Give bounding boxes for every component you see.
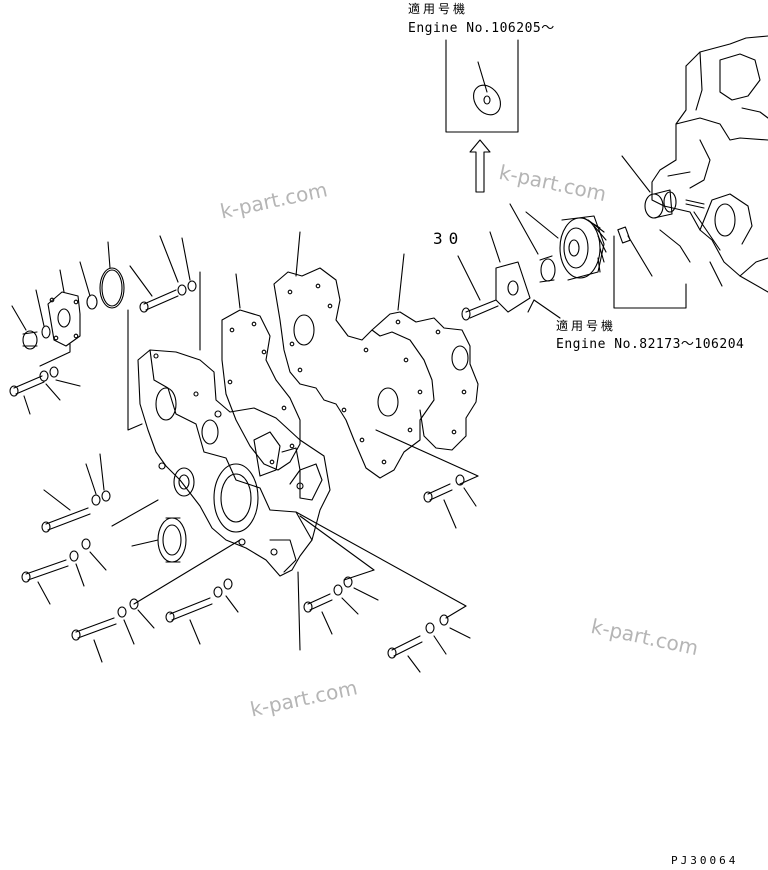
pin-part bbox=[617, 226, 653, 277]
right-callout-box bbox=[613, 226, 687, 309]
callout-top-title: 適用号機 bbox=[408, 2, 469, 16]
top-left-cover bbox=[47, 269, 81, 347]
gasket-left bbox=[221, 273, 301, 471]
bushing-part bbox=[509, 203, 556, 283]
part-label-30: 30 bbox=[433, 229, 465, 248]
front-cover-housing bbox=[137, 349, 331, 651]
bolt-upper-left bbox=[129, 235, 197, 313]
bolt-left-2 bbox=[41, 453, 159, 533]
small-washer bbox=[35, 289, 51, 339]
bolt-right-gasket bbox=[423, 474, 477, 529]
engine-block bbox=[651, 35, 768, 293]
oil-seal bbox=[131, 517, 187, 563]
sleeve bbox=[79, 261, 98, 310]
callout-right-title: 適用号機 bbox=[556, 319, 617, 333]
bolt-lower-center bbox=[165, 578, 239, 645]
callout-top-engine-range: Engine No.106205～ bbox=[408, 21, 555, 36]
plug-part bbox=[11, 305, 38, 350]
washer-part bbox=[473, 61, 501, 116]
o-ring bbox=[99, 241, 125, 309]
bolt-left-1 bbox=[9, 366, 81, 415]
bolt-lower-right bbox=[387, 614, 471, 673]
upward-arrow bbox=[469, 139, 491, 193]
thrust-plate bbox=[489, 231, 561, 319]
top-callout-box bbox=[445, 39, 519, 133]
leader-bracket-left bbox=[39, 271, 479, 619]
bolt-lower-left bbox=[71, 539, 241, 663]
bolt-left-3 bbox=[21, 538, 107, 605]
callout-right-engine-range: Engine No.82173～106204 bbox=[556, 337, 745, 352]
bolt-lower-mid bbox=[303, 576, 379, 635]
shaft-collar bbox=[621, 155, 721, 251]
gasket-large bbox=[273, 231, 435, 479]
bolt-30 bbox=[457, 255, 499, 321]
gear-part bbox=[525, 211, 607, 281]
gasket-right bbox=[371, 253, 479, 451]
drawing-code: PJ30064 bbox=[671, 854, 739, 867]
